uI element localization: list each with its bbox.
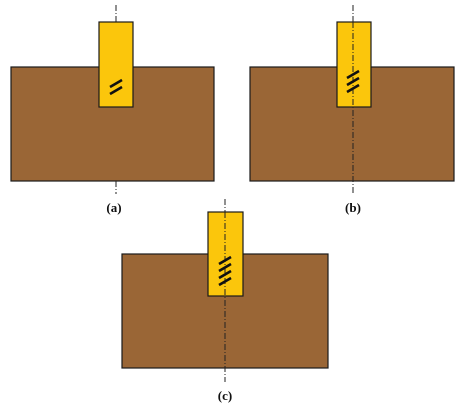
panel-a: (a) [10, 5, 215, 215]
slip-mark [346, 76, 360, 87]
slip-mark [218, 255, 232, 266]
caption-a: (a) [106, 200, 121, 215]
slip-mark [346, 83, 360, 94]
slip-mark [218, 262, 232, 273]
insert-b [336, 21, 372, 108]
slip-mark [109, 78, 123, 89]
slip-marks-a [109, 78, 123, 96]
panel-b: (b) [249, 5, 455, 215]
insert-a [98, 21, 134, 108]
slip-mark [109, 85, 123, 96]
panel-c: (c) [121, 199, 329, 403]
slip-marks-c [218, 255, 232, 287]
caption-c: (c) [218, 388, 232, 403]
slip-mark [346, 69, 360, 80]
caption-b: (b) [345, 200, 361, 215]
slip-mark [218, 269, 232, 280]
slip-marks-b [346, 69, 360, 94]
slip-mark [218, 276, 232, 287]
